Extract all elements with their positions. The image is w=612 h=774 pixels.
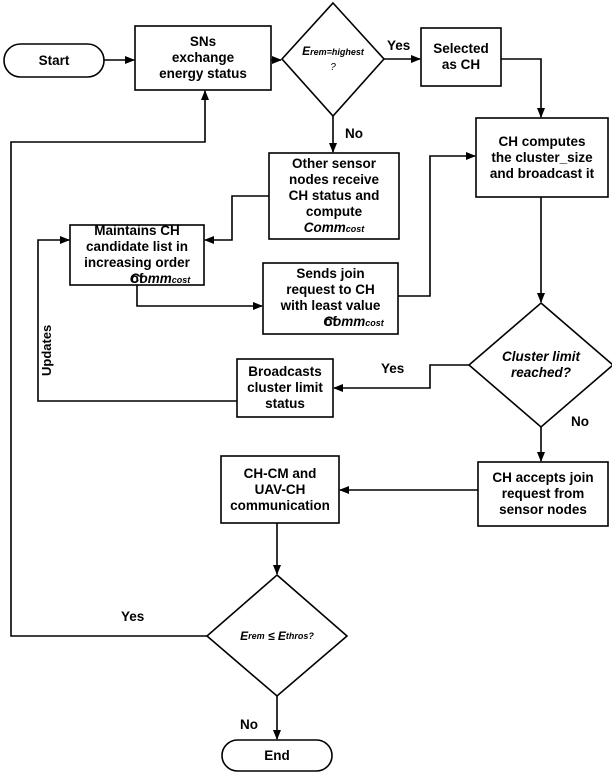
comm-word: Comm: [303, 219, 346, 235]
e-thros-subscript: thros?: [285, 631, 314, 641]
end-label: End: [264, 747, 290, 763]
comm-subscript: cost: [365, 318, 384, 328]
maintains-box: [69, 224, 205, 286]
comm-word: Comm: [323, 314, 366, 329]
arrow-yes-to-broadcasts: [333, 364, 469, 392]
communication-box: [220, 455, 340, 524]
broadcasts-label: Broadcasts cluster limit status: [247, 364, 323, 411]
e-subscript: rem=highest: [310, 46, 364, 57]
e-symbol: E: [302, 43, 311, 58]
communication-label: CH-CM and UAV-CH communication: [230, 465, 330, 513]
e-rem-symbol: E: [240, 629, 249, 643]
highest-energy-label: Erem=highest ?: [282, 30, 384, 88]
no-label-threshold: No: [240, 717, 258, 732]
no-label-other-nodes: No: [345, 126, 363, 141]
comm-word: Comm: [129, 270, 172, 286]
sends-join-label: Sends join request to CH with least valu…: [263, 263, 398, 334]
exchange-box: [134, 25, 272, 91]
e-thros-symbol: E: [277, 629, 286, 643]
compute-size-label: CH computes the cluster_size and broadca…: [489, 133, 595, 181]
cluster-limit-label: Cluster limit reached?: [501, 349, 580, 380]
updates-label: Updates: [39, 324, 54, 376]
maintains-label: Maintains CH candidate list in increasin…: [70, 222, 204, 286]
leq-operator: ≤: [264, 629, 278, 643]
arrow-maintains-to-sends: [136, 285, 263, 310]
no-label-cluster-limit: No: [571, 414, 589, 429]
exchange-label: SNs exchange energy status: [159, 34, 247, 81]
comm-subscript: cost: [171, 274, 191, 285]
yes-label-cluster-limit: Yes: [381, 361, 405, 376]
compute-size-box: [475, 117, 609, 198]
other-nodes-box: [268, 152, 400, 240]
yes-label-selected: Yes: [387, 38, 411, 53]
other-nodes-label: Other sensor nodes receive CH status and…: [269, 153, 399, 239]
selected-ch-box: [420, 27, 502, 87]
accepts-box: [477, 461, 609, 527]
arrow-sends-to-compute: [398, 152, 476, 297]
arrow-updates-to-maintains: [37, 236, 237, 402]
end-terminal: [221, 739, 333, 772]
arrow-yes-loop-to-exchange: [10, 90, 209, 637]
question-mark: ?: [330, 61, 336, 73]
e-rem-subscript: rem: [248, 631, 265, 641]
sends-join-box: [262, 262, 399, 335]
sends-join-text: Sends join request to CH with least valu…: [280, 266, 381, 329]
arrow-other-to-maintains: [204, 195, 269, 244]
other-nodes-text: Other sensor nodes receive CH status and…: [288, 155, 380, 219]
maintains-text: Maintains CH candidate list in increasin…: [84, 222, 190, 286]
arrow-selected-to-compute: [501, 58, 545, 118]
yes-label-threshold: Yes: [121, 609, 145, 624]
start-label: Start: [38, 52, 70, 68]
comm-subscript: cost: [345, 223, 365, 234]
accepts-label: CH accepts join request from sensor node…: [492, 470, 594, 517]
selected-ch-label: Selected as CH: [433, 41, 489, 72]
